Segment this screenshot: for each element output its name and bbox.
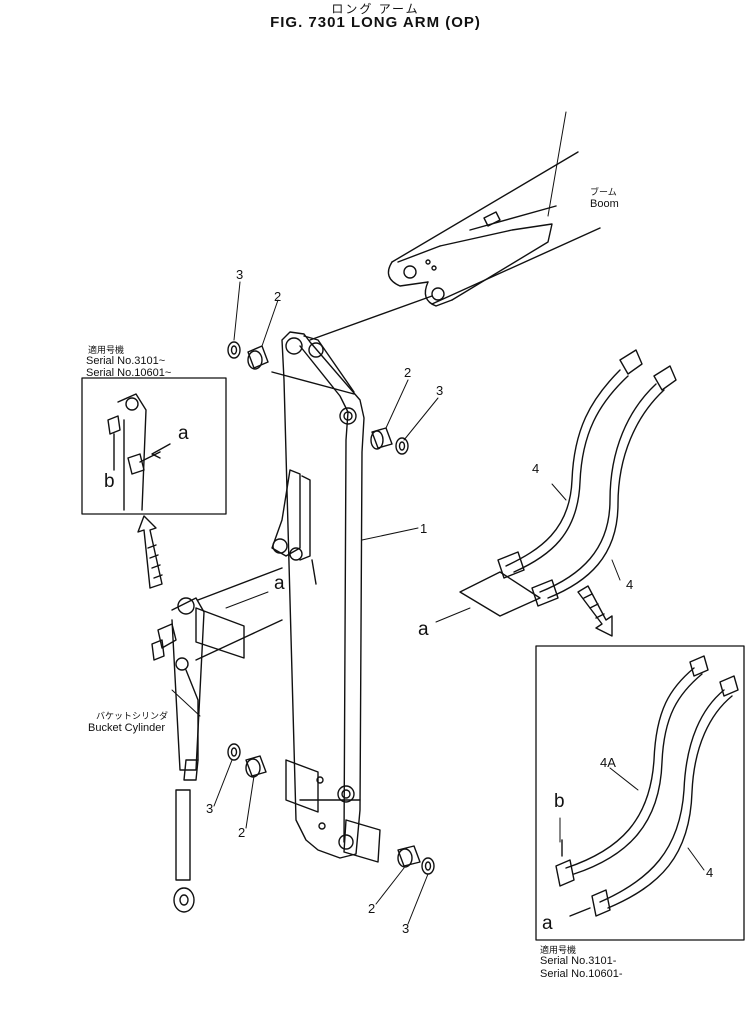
boom-to-arm-guide-line: [309, 295, 433, 341]
hose-pair-main: [459, 349, 677, 617]
shim-plate-right: [343, 819, 381, 863]
inset-top-applicable-label: 適用号機: [88, 345, 125, 355]
callout-part-2-top-right: 2: [404, 365, 412, 380]
inset-top-ref-a: a: [178, 423, 189, 444]
cylinder-shim-plate: [195, 607, 245, 659]
inset-top-serial-2: Serial No.10601~: [86, 367, 172, 379]
inset-bottom-drawing: [555, 655, 739, 917]
inset-bottom-ref-b: b: [554, 791, 565, 812]
inset-top-drawing: [107, 393, 171, 511]
callout-part-3-top-right: 3: [436, 383, 444, 398]
inset-bottom-applicable-label: 適用号機: [540, 945, 577, 955]
callout-part-4-right: 4: [626, 577, 634, 592]
bucket-cylinder-drawing: [151, 567, 283, 913]
callout-part-1: 1: [420, 521, 428, 536]
callout-ref-a-hose: a: [418, 619, 429, 640]
callout-part-2-bottom-left: 2: [238, 825, 246, 840]
callout-part-2-bottom-right: 2: [368, 901, 376, 916]
callout-part-3-bottom-right: 3: [402, 921, 410, 936]
inset-top-ref-b: b: [104, 471, 115, 492]
leader-lines: [171, 111, 705, 925]
callout-part-2-top-left: 2: [274, 289, 282, 304]
callout-ref-a-arm: a: [274, 573, 285, 594]
boom-drawing: [387, 151, 601, 307]
inset-bottom-ref-a: a: [542, 913, 553, 934]
inset-top-serial-1: Serial No.3101~: [86, 355, 166, 367]
inset-bottom-serial-2: Serial No.10601-: [540, 968, 623, 980]
page-title: FIG. 7301 LONG ARM (OP): [270, 14, 481, 31]
inset-bottom-serial-1: Serial No.3101-: [540, 955, 617, 967]
hatched-arrow-to-inset-top: [137, 515, 163, 589]
bucket-cylinder-label: Bucket Cylinder: [88, 722, 166, 734]
callout-part-3-top-left: 3: [236, 267, 244, 282]
shim-plate-left: [285, 759, 319, 813]
title-japanese: ロング アーム: [331, 2, 420, 16]
inset-bottom-box: [535, 645, 745, 941]
boom-label-japanese: ブーム: [590, 187, 617, 197]
inset-bottom-part-4a: 4A: [600, 755, 616, 770]
callout-part-3-bottom-left: 3: [206, 801, 214, 816]
callout-part-4-left: 4: [532, 461, 540, 476]
inset-top-box: [81, 377, 227, 515]
bushing-top-right: [370, 427, 409, 455]
bushing-bottom-left: [227, 743, 267, 778]
boom-label: Boom: [590, 198, 619, 210]
bushing-bottom-right: [397, 845, 435, 875]
bushing-top-left: [227, 341, 269, 370]
bucket-cylinder-label-japanese: バケットシリンダ: [96, 711, 169, 721]
hatched-arrow-to-inset-bottom: [577, 585, 613, 637]
arm-drawing: [271, 331, 365, 859]
inset-bottom-part-4: 4: [706, 865, 714, 880]
